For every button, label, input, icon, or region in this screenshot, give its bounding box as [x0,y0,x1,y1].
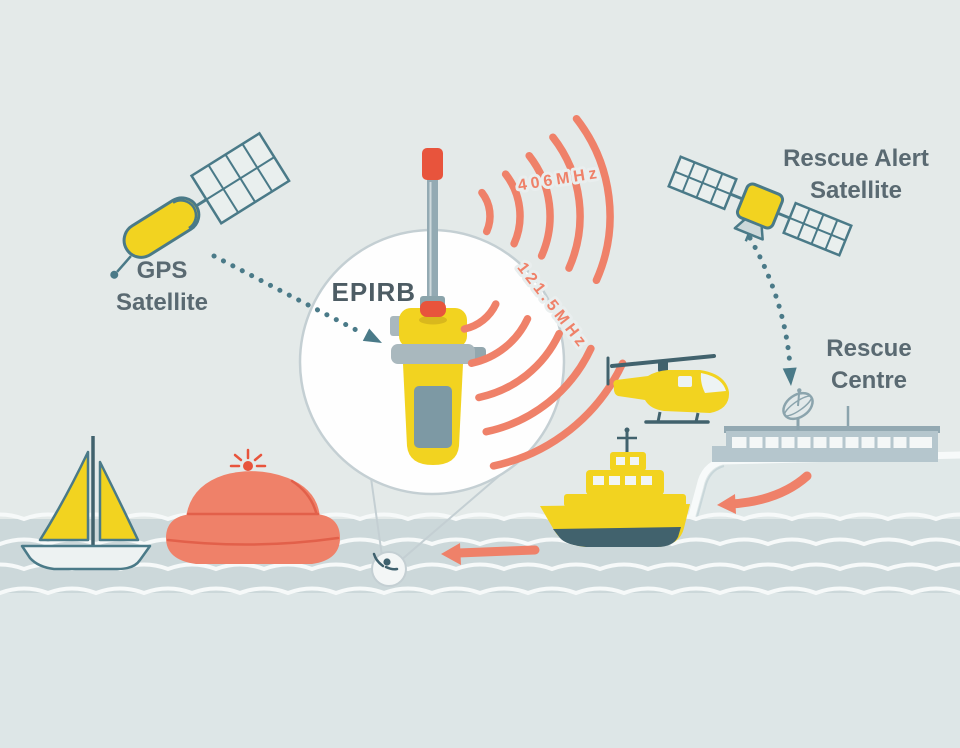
epirb-antenna-tip [422,148,443,180]
rescue-satellite-panel-left [667,155,738,211]
epirb-antenna [427,176,438,306]
epirb-label: EPIRB [332,277,416,307]
boat-to-person-arrow [441,543,540,565]
sailboat-illustration [20,436,152,571]
life-raft-illustration [166,448,340,564]
rescue-satellite-panel-right [782,201,853,257]
rescue-centre-label-line2: Centre [831,367,907,394]
diagram-labels: GPS Satellite Rescue Alert Satellite Res… [116,145,929,394]
epirb-device-illustration [390,148,486,465]
epirb-label-panel [414,386,452,448]
radio-waves-121 [460,300,627,470]
epirb-collar-band [391,344,475,364]
epirb-top-housing [399,308,467,348]
satellite-to-centre-arrow [747,235,797,386]
raft-beacon-light-icon [229,448,267,468]
radio-waves-406 [478,114,614,285]
rescue-centre-label-line1: Rescue [826,335,911,362]
magnifier-callout [370,469,507,587]
gps-satellite-label-line2: Satellite [116,289,208,316]
window-mullions [746,437,910,448]
gps-satellite-illustration [110,131,291,279]
rescue-alert-label-line2: Satellite [810,177,902,204]
satellite-dish-icon [782,388,814,421]
lifeboat-illustration [540,427,690,547]
centre-launch-arrow [717,471,812,514]
rescue-centre-building [712,388,940,462]
epirb-activation-button [420,301,446,317]
helicopter-illustration [606,354,730,424]
gps-to-epirb-arrow [211,253,382,343]
gps-solar-panel [189,131,291,225]
rescue-alert-label-line1: Rescue Alert [783,145,929,172]
rescue-alert-satellite-illustration [667,155,853,257]
person-in-water-icon [372,552,399,571]
gps-satellite-label-line1: GPS [137,257,188,284]
